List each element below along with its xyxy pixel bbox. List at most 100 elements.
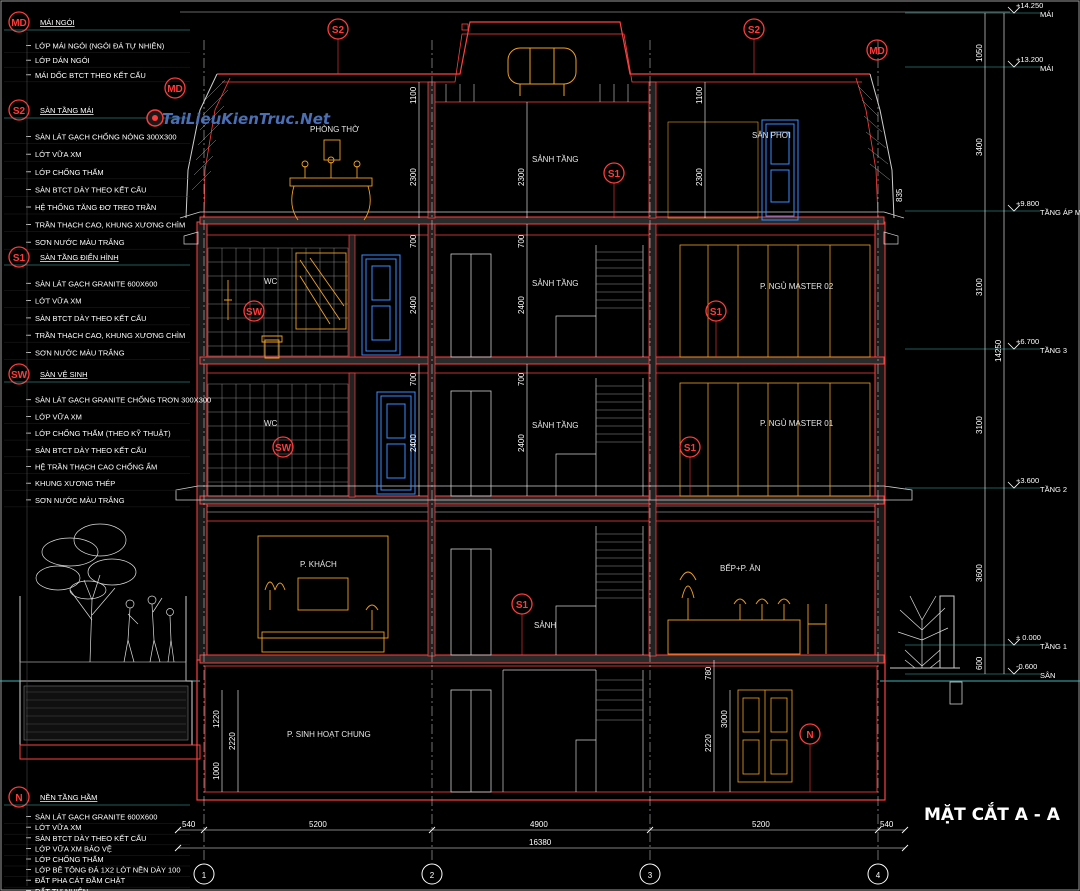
section-tag: MD [11,18,27,29]
material-note-item: SÀN LÁT GẠCH GRANITE 600X600 [35,813,157,822]
svg-text:700: 700 [517,372,526,386]
level-value: ± 0.000 [1016,633,1041,642]
section-title: SÀN TẦNG ĐIỂN HÌNH [40,252,119,262]
room-label: SÂN PHƠI [752,131,791,140]
room-label: P. SINH HOẠT CHUNG [287,730,371,739]
material-note-item: ĐẤT PHA CÁT ĐẦM CHẶT [35,875,126,885]
callout-bubble: SW [243,300,265,322]
room-label: WC [264,277,278,286]
material-note-item: SƠN NƯỚC MÀU TRẮNG [35,238,125,247]
level-name: TẦNG ÁP MÁI [1040,207,1080,217]
material-note-item: LỚP CHỐNG THẤM [35,167,104,177]
water-tank [507,47,577,96]
section-title: NỀN TẦNG HẦM [40,792,97,802]
roof-tiles [191,79,891,191]
material-note-item: LỚP CHỐNG THẤM [35,854,104,864]
inner-dimensions [221,82,731,792]
room-labels: PHÒNG THỜ SẢNH TẦNG SÂN PHƠI WC SẢNH TẦN… [264,125,834,739]
material-note-item: SƠN NƯỚC MÀU TRẮNG [35,349,125,358]
level-triangle [1007,481,1021,489]
svg-text:2220: 2220 [228,732,237,750]
tree-illustration [35,523,175,663]
svg-text:2: 2 [430,871,435,880]
svg-text:540: 540 [880,820,894,829]
svg-text:3100: 3100 [975,278,984,296]
level-name: TẦNG 1 [1040,641,1067,651]
level-name: TẦNG 2 [1040,484,1067,494]
dining-furniture [667,571,827,655]
living-room-furniture [257,535,389,653]
drawing-title: MẶT CẮT A - A [924,801,1061,825]
material-note-item: HỆ TRẦN THẠCH CAO CHỐNG ẨM [35,462,157,472]
svg-text:3: 3 [648,871,653,880]
site-ground [0,595,1080,760]
grid-axis-bubble: 2 [421,863,443,885]
svg-text:600: 600 [975,656,984,670]
wc-tiles [207,247,349,497]
svg-text:835: 835 [895,188,904,202]
svg-text:2300: 2300 [517,168,526,186]
callouts: S2 S2 MD MD S1 S1 SW S1 SW S1 S1 N [164,18,888,792]
material-note-item: SÀN BTCT DÀY THEO KẾT CẤU [35,833,147,843]
svg-text:S1: S1 [608,169,621,180]
section-tag: S2 [13,106,26,117]
section-tag-bubble [8,246,30,268]
wardrobes [679,244,871,783]
svg-text:SW: SW [246,307,263,318]
material-note-item: LỚP DÁN NGÓI [35,56,90,65]
svg-text:2400: 2400 [409,434,418,452]
grid-axis-bubble: 4 [867,863,889,885]
level-triangle [1007,342,1021,350]
material-note-item: SÀN LÁT GẠCH GRANITE 600X600 [35,279,157,288]
building-shell [175,21,913,801]
svg-text:3600: 3600 [975,564,984,582]
section-tag: SW [11,370,28,381]
room-label: SẢNH TẦNG [532,278,579,288]
level-name: SÂN [1040,671,1055,680]
room-label: SẢNH [534,621,556,630]
svg-text:700: 700 [409,372,418,386]
material-note-item: SÀN BTCT DÀY THEO KẾT CẤU [35,445,147,455]
watermark-logo: TaiLieuKienTruc.Net [146,109,331,128]
svg-text:2400: 2400 [409,296,418,314]
grid-lines [203,40,879,862]
wc-fixtures [224,252,347,359]
svg-text:1: 1 [202,871,207,880]
level-triangle [1007,60,1021,68]
svg-text:700: 700 [409,234,418,248]
room-label: PHÒNG THỜ [310,125,359,134]
svg-text:1220: 1220 [212,710,221,728]
svg-text:3400: 3400 [975,138,984,156]
section-tag-bubble [8,786,30,808]
svg-text:1000: 1000 [212,762,221,780]
section-tag-bubble [8,363,30,385]
material-note-item: HỆ THỐNG TĂNG ĐƠ TREO TRẦN [35,202,156,212]
svg-text:540: 540 [182,820,196,829]
right-dimension-lines [984,13,1005,674]
palm-plant [897,595,949,669]
svg-text:4900: 4900 [530,820,548,829]
material-note-item: SÀN BTCT DÀY THEO KẾT CẤU [35,313,147,323]
svg-text:3100: 3100 [975,416,984,434]
svg-text:14250: 14250 [994,339,1003,362]
section-tag: S1 [13,253,26,264]
level-value: +9.800 [1016,199,1039,208]
material-note-item: LỚT VỮA XM [35,823,81,832]
section-title: SÀN TẦNG MÁI [40,105,94,115]
material-note-item: KHUNG XƯƠNG THÉP [35,479,115,488]
doors [361,119,799,495]
room-label: P. NGỦ MASTER 02 [760,282,834,291]
room-label: P. KHÁCH [300,560,337,569]
section-tag-bubble [8,11,30,33]
material-note-item: TRẦN THẠCH CAO, KHUNG XƯƠNG CHÌM [35,330,185,340]
level-value: +6.700 [1016,337,1039,346]
svg-text:2300: 2300 [695,168,704,186]
bottom-dimension-labels: 540 5200 4900 5200 540 16380 [182,820,894,847]
room-label: BẾP+P. ĂN [720,563,761,573]
svg-text:1100: 1100 [409,86,418,104]
material-note-item: LỚP VỮA XM BẢO VỆ [35,844,112,853]
level-value: -0.600 [1016,662,1037,671]
grid-axis-markers: 1 2 3 4 [193,863,889,885]
svg-text:S1: S1 [516,600,529,611]
